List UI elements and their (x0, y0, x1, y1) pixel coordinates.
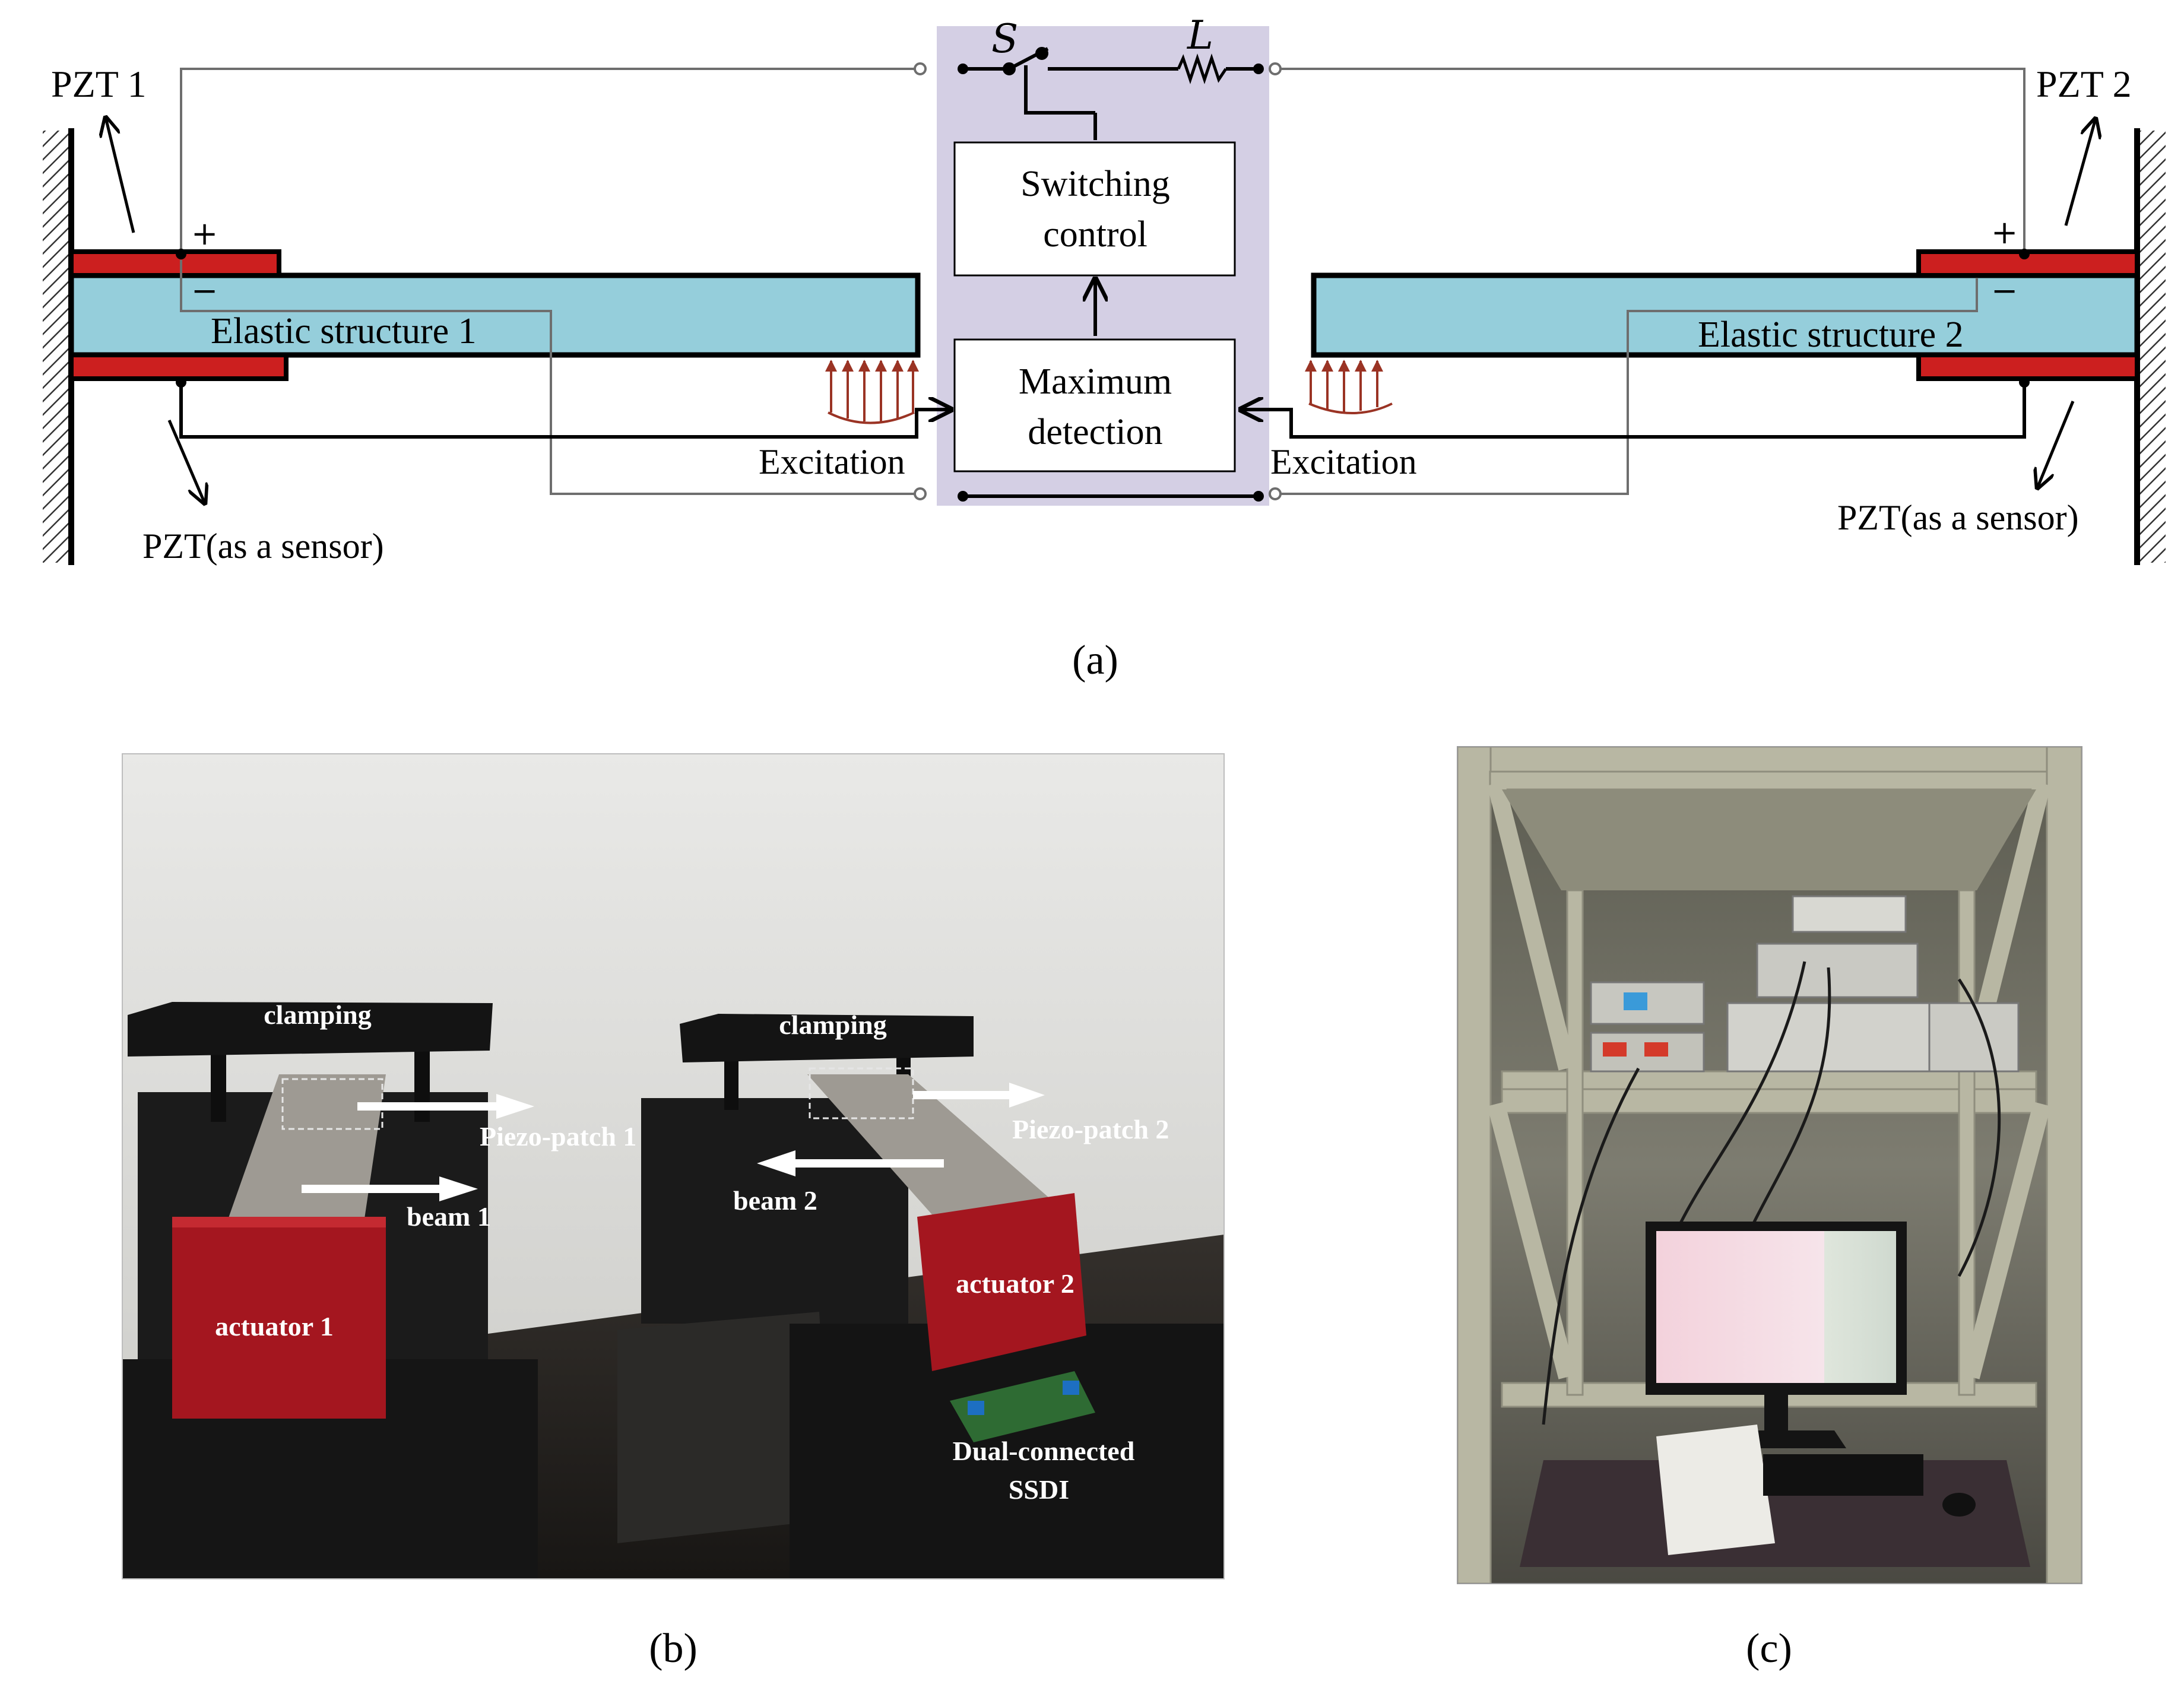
elastic-structure-2-label: Elastic structure 2 (1698, 315, 1964, 355)
clamping-2 (680, 1014, 974, 1062)
actuator-1-top (172, 1217, 386, 1227)
excitation-arrows-1 (825, 360, 919, 424)
right-clamp-post-1 (724, 1057, 738, 1110)
left-wall-hatch (43, 131, 71, 563)
white-arrows (302, 1083, 1045, 1201)
beam-1-shape (223, 1074, 386, 1235)
excitation-arrows-2 (1305, 360, 1393, 414)
clamping-1-label: clamping (264, 1000, 371, 1030)
left-clamp-post-1 (211, 1051, 226, 1122)
keyboard (1763, 1454, 1923, 1496)
pzt-1-bottom (69, 353, 289, 381)
right-lower-block (617, 1312, 831, 1543)
ssdi-label-line1: Dual-connected (953, 1436, 1135, 1466)
elastic-structure-1-label: Elastic structure 1 (211, 311, 477, 351)
gray-wiring (180, 62, 2025, 500)
inductor-icon (1177, 53, 1228, 84)
switch-label: S (991, 16, 1018, 62)
beam-2-label: beam 2 (733, 1185, 817, 1216)
switching-control-line1: Switching (1020, 164, 1169, 204)
piezo-patch-2-label: Piezo-patch 2 (1012, 1114, 1169, 1144)
caption-b: (b) (649, 1626, 698, 1671)
ssdi-connector-2 (1063, 1381, 1079, 1395)
beam-2-shape (807, 1074, 1077, 1235)
circuit-diagram: S L Switching control Maximum detection (43, 12, 2166, 683)
piezo-patch-1-label: Piezo-patch 1 (480, 1121, 636, 1151)
ssdi-label-line2: SSDI (1009, 1474, 1069, 1505)
inductor-label: L (1187, 12, 1213, 58)
pzt-1-top (69, 249, 281, 278)
right-block (790, 1324, 1224, 1579)
maximum-detection-box (953, 338, 1236, 472)
elastic-structure-2 (1311, 272, 2140, 358)
maximum-detection-line1: Maximum (1019, 361, 1172, 402)
black-wiring (179, 65, 2026, 498)
monitor-stand (1764, 1395, 1788, 1430)
switch-icon (1003, 47, 1049, 75)
beam-1-label: beam 1 (407, 1201, 491, 1232)
actuator-1-label: actuator 1 (215, 1311, 334, 1341)
left-clamp-post-2 (414, 1051, 430, 1122)
pzt-2-minus: − (1991, 272, 2018, 309)
wire-nodes (176, 64, 2030, 502)
mouse (1942, 1493, 1976, 1517)
experimental-setup-photo: clamping clamping Piezo-patch 1 Piezo-pa… (122, 753, 1225, 1671)
caption-a: (a) (1072, 637, 1118, 683)
paper (1656, 1425, 1775, 1555)
sensor-2-label: PZT(as a sensor) (1837, 498, 2079, 537)
maximum-detection-line2: detection (1028, 412, 1162, 452)
leader-arrows (106, 118, 2096, 503)
instrument-rack-photo: (c) (1457, 746, 2082, 1671)
actuator-2-box (917, 1193, 1086, 1371)
caption-c: (c) (1746, 1626, 1792, 1671)
switching-control-box (953, 141, 1236, 277)
pzt-2-label: PZT 2 (2036, 63, 2132, 105)
rack-frame (1457, 747, 2082, 1584)
switching-control-line2: control (1043, 214, 1148, 255)
actuator-2-label: actuator 2 (956, 1268, 1074, 1299)
excitation-1-label: Excitation (759, 442, 905, 481)
excitation-2-label: Excitation (1270, 442, 1417, 481)
pzt-2-plus: + (1991, 214, 2018, 251)
pzt-2-bottom (1916, 353, 2139, 381)
actuator-1-box (172, 1217, 386, 1419)
clamping-1 (128, 1002, 493, 1057)
pzt-1-minus: − (191, 272, 218, 309)
sensor-1-label: PZT(as a sensor) (142, 526, 384, 566)
pzt-1-label: PZT 1 (51, 63, 147, 105)
top-shelf (1502, 789, 2036, 890)
pzt-1-plus: + (191, 215, 218, 252)
ssdi-connector-1 (968, 1401, 984, 1415)
right-wall-hatch (2137, 131, 2166, 563)
monitor-screen (1656, 1231, 1896, 1383)
clamping-2-label: clamping (779, 1010, 886, 1040)
ssdi-board (950, 1371, 1095, 1442)
elastic-structure-1 (68, 272, 921, 358)
instruments (1590, 895, 2020, 1073)
